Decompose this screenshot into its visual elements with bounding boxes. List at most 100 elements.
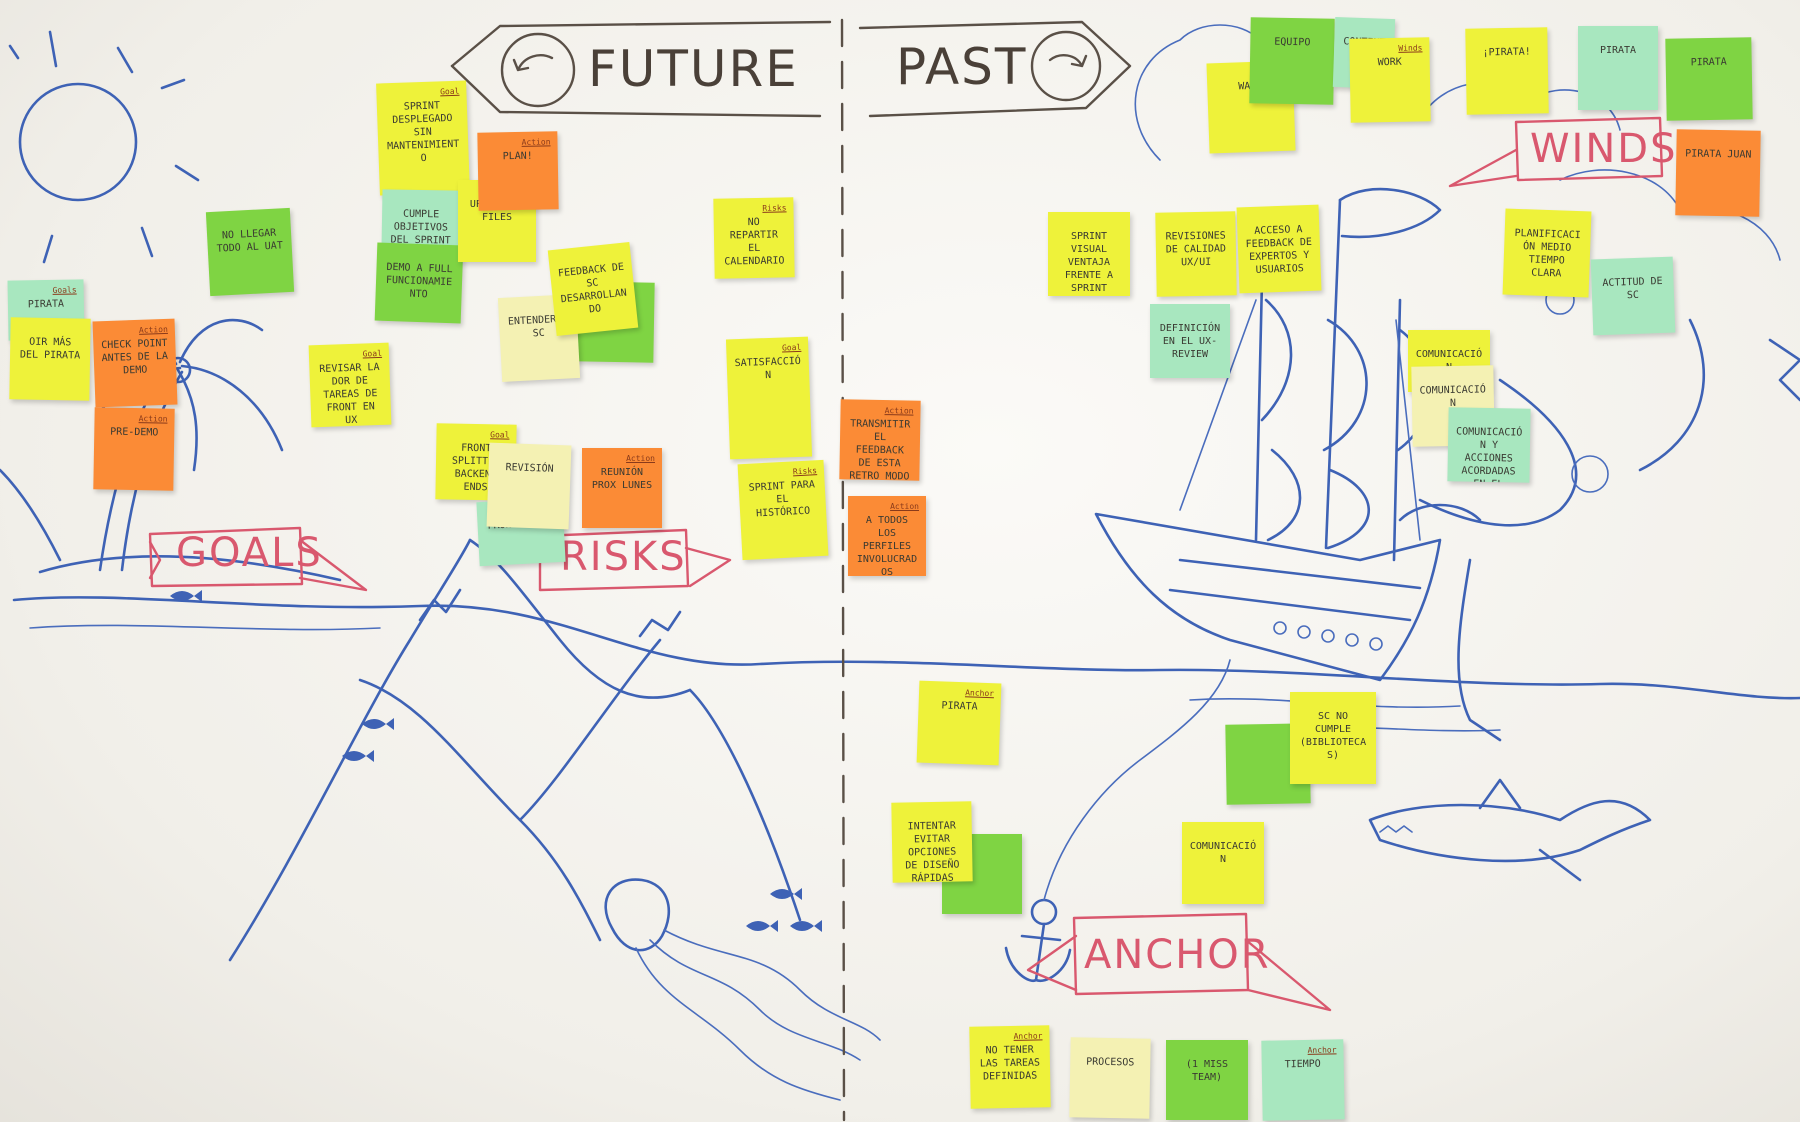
note-tag: Goal <box>439 86 460 97</box>
jellyfish-icon <box>604 878 881 1101</box>
note-tag: Anchor <box>964 688 995 699</box>
note-text: Acceso a feedback de expertos y usuarios <box>1245 224 1313 276</box>
sticky-note[interactable]: Demo a full funcionamiento <box>374 242 464 324</box>
sun-icon <box>8 30 200 264</box>
note-tag <box>384 249 456 261</box>
sticky-note[interactable]: Pirata <box>1665 37 1753 121</box>
sticky-note[interactable]: ActionCheck point antes de la demo <box>92 318 178 408</box>
sticky-note[interactable]: GoalSprint desplegado sin mantenimiento <box>376 80 470 196</box>
note-text: No llegar todo al UAT <box>216 227 284 255</box>
note-tag: Anchor <box>1307 1045 1337 1055</box>
sticky-note[interactable]: ActionReunión prox lunes <box>582 448 662 528</box>
sticky-note[interactable]: Procesos <box>1069 1037 1151 1119</box>
note-text: Cumple objetivos del Sprint <box>390 208 451 247</box>
note-text: Comunicación y acciones acordadas en el … <box>1456 426 1523 482</box>
section-banners <box>148 116 1664 1012</box>
note-tag <box>389 195 453 205</box>
sticky-note[interactable]: ActionPlan! <box>477 131 559 211</box>
note-text: Sprint desplegado sin mantenimiento <box>386 100 460 165</box>
note-tag <box>1244 211 1312 222</box>
note-tag: Action <box>884 406 914 416</box>
note-text: Procesos <box>1086 1056 1135 1069</box>
sticky-note[interactable]: SC no cumple (bibliotecas) <box>1290 692 1376 784</box>
note-tag <box>1683 135 1753 145</box>
note-text: Tiempo <box>1284 1058 1321 1071</box>
note-text: Revisar la DoR de tareas de front en UX <box>319 361 380 427</box>
note-text: Revisión <box>505 462 554 475</box>
note-text: Pre-Demo <box>110 426 159 439</box>
note-tag: Risks <box>792 466 818 477</box>
sticky-note[interactable]: ¡Pirata! <box>1465 27 1549 115</box>
note-text: No tener las tareas definidas <box>979 1044 1041 1083</box>
anchor-label: ANCHOR <box>1084 932 1271 978</box>
pirate-ship-icon <box>1094 187 1502 742</box>
note-tag <box>1472 33 1540 43</box>
shark-icon <box>1368 778 1652 882</box>
sticky-note[interactable]: Sprint visual ventaja frente a sprint ac… <box>1048 212 1130 296</box>
sticky-note[interactable]: Anchor No tener las tareas definidas <box>969 1025 1051 1109</box>
sticky-note[interactable]: ActionTransmitir el feedback de esta ret… <box>839 399 921 481</box>
sticky-note[interactable]: RisksNo repartir el calendario <box>713 197 795 279</box>
note-text: A todos los perfiles involucrados <box>856 515 918 576</box>
note-text: Feedback de SC desarrollando <box>557 261 628 316</box>
sticky-note[interactable]: Equipo <box>1249 17 1335 105</box>
sticky-note[interactable]: Actitud de SC <box>1590 256 1676 336</box>
sticky-note[interactable]: AnchorPirata <box>916 680 1002 766</box>
sticky-note[interactable]: GoalRevisar la DoR de tareas de front en… <box>308 342 392 428</box>
note-tag: Goal <box>362 348 383 359</box>
note-text: Demo a full funcionamiento <box>385 261 453 301</box>
note-text: Transmitir el feedback de esta retro mod… <box>849 418 911 481</box>
note-tag <box>213 214 283 227</box>
sticky-note[interactable]: (1 miss team) <box>1166 1040 1248 1120</box>
note-tag <box>1418 371 1486 381</box>
note-text: No repartir el calendario <box>724 216 785 268</box>
sticky-note[interactable]: GoalSatisfacción <box>725 336 813 460</box>
note-tag: Anchor <box>1013 1031 1043 1041</box>
note-text: Check point antes de la demo <box>101 337 169 377</box>
note-tag: Goals <box>52 285 77 295</box>
sticky-note[interactable]: AnchorTiempo <box>1261 1039 1345 1121</box>
note-tag <box>496 449 564 460</box>
sticky-note[interactable]: No llegar todo al UAT <box>205 207 295 297</box>
sticky-note[interactable]: Cumple objetivos del Sprint <box>381 189 461 251</box>
sticky-note[interactable]: Comunicación <box>1182 822 1264 904</box>
sticky-note[interactable]: Planificación medio tiempo clara <box>1502 208 1592 298</box>
goals-label: GOALS <box>176 530 323 576</box>
note-tag <box>1077 1043 1143 1053</box>
note-text: Planificación medio tiempo clara <box>1514 227 1581 280</box>
sticky-note[interactable]: Revisiones de calidad UX/UI <box>1155 211 1237 297</box>
note-tag <box>1162 217 1228 227</box>
note-tag: Action <box>890 502 919 511</box>
anchor-icon <box>1004 659 1231 983</box>
sticky-note[interactable]: Definición en el UX-Review <box>1150 304 1230 378</box>
note-tag: Action <box>138 414 168 424</box>
sticky-note[interactable]: Intentar evitar opciones de diseño rápid… <box>891 801 973 883</box>
sticky-note[interactable]: WindsWork <box>1349 37 1431 123</box>
sticky-note[interactable]: ActionPre-Demo <box>93 407 175 491</box>
note-tag <box>1173 1046 1241 1055</box>
sticky-note[interactable]: Revisión <box>486 442 572 530</box>
note-text: Equipo <box>1274 36 1311 49</box>
past-label: PAST <box>896 38 1028 96</box>
sticky-note[interactable]: Action A todos los perfiles involucrados <box>848 496 926 576</box>
sticky-note[interactable]: Feedback de SC desarrollando <box>547 241 639 337</box>
note-text: Pirata <box>27 298 65 311</box>
sticky-note[interactable]: Pirata Juan <box>1675 129 1761 217</box>
note-text: Intentar evitar opciones de diseño rápid… <box>905 820 960 883</box>
sticky-note[interactable]: Oir más del pirata <box>9 317 91 401</box>
rock-mountain-icon <box>228 538 802 962</box>
sticky-note[interactable]: Comunicación y acciones acordadas en el … <box>1447 407 1531 483</box>
note-tag <box>1598 263 1666 274</box>
note-tag <box>1297 698 1369 707</box>
sticky-note[interactable]: Pirata <box>1578 26 1658 110</box>
note-text: Definición en el UX-Review <box>1159 323 1221 360</box>
sticky-note[interactable]: RisksSprint para el histórico <box>737 459 829 561</box>
note-tag <box>1585 32 1651 41</box>
sticky-note[interactable]: Acceso a feedback de expertos y usuarios <box>1236 204 1322 294</box>
note-tag <box>1415 336 1483 345</box>
sea-waves <box>12 596 1800 732</box>
note-tag <box>1512 215 1584 227</box>
note-text: Oir más del pirata <box>19 336 81 362</box>
note-tag <box>1342 23 1388 34</box>
